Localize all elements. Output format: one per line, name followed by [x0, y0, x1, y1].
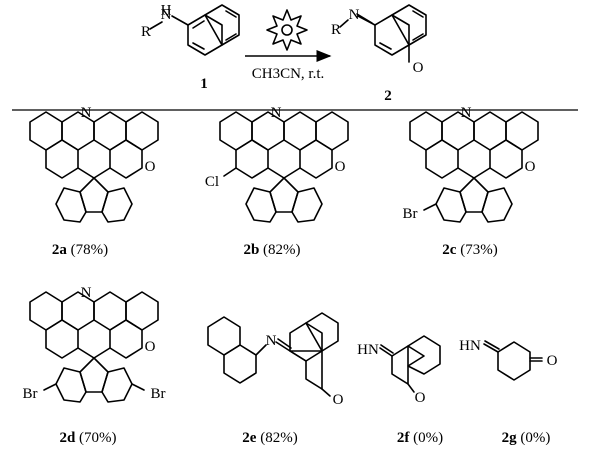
atom-chlorine: Cl — [205, 174, 219, 190]
reaction-conditions: CH3CN, r.t. — [252, 66, 325, 82]
atom-nitrogen: N — [161, 7, 172, 23]
compound-id: 2f — [397, 430, 411, 446]
compound-2b-structure: N O Cl — [205, 105, 349, 223]
atom-bromine: Br — [151, 386, 166, 402]
compound-id: 2g — [502, 430, 518, 446]
compound-2g-label: 2g (0%) — [502, 430, 551, 446]
atom-nitrogen: N — [81, 285, 92, 301]
atom-nitrogen: N — [271, 105, 282, 121]
compound-id: 2e — [242, 430, 257, 446]
compound-2d-structure: N O Br Br — [23, 285, 166, 403]
compound-2a-label: 2a (78%) — [52, 242, 108, 258]
compound-id: 2a — [52, 242, 68, 258]
compound-yield: (78%) — [71, 242, 109, 258]
substituent-r: R — [141, 24, 151, 40]
compound-2d-label: 2d (70%) — [59, 430, 116, 446]
atom-oxygen: O — [335, 159, 346, 175]
compound-yield: (73%) — [460, 242, 498, 258]
reactant-1: N H R — [141, 3, 240, 56]
compound-yield: (82%) — [263, 242, 301, 258]
product-number: 2 — [384, 88, 392, 104]
reactant-number: 1 — [200, 76, 208, 92]
atom-oxygen: O — [525, 159, 536, 175]
compound-2a-structure: N O — [29, 105, 159, 223]
compound-yield: (0%) — [413, 430, 443, 446]
compound-2g-structure: HN O — [459, 338, 558, 381]
substituent-r: R — [331, 22, 341, 38]
atom-nitrogen: N — [461, 105, 472, 121]
compound-id: 2b — [243, 242, 259, 258]
atom-nitrogen: N — [81, 105, 92, 121]
atom-bromine: Br — [23, 386, 38, 402]
product-2: N R O — [331, 4, 427, 76]
compound-2c-label: 2c (73%) — [442, 242, 497, 258]
compound-2f-label: 2f (0%) — [397, 430, 443, 446]
atom-imine-nh: HN — [459, 338, 481, 354]
compound-2c-structure: N O Br — [403, 105, 539, 223]
compound-id: 2d — [59, 430, 76, 446]
atom-oxygen: O — [145, 339, 156, 355]
atom-oxygen: O — [413, 60, 424, 76]
atom-imine-nh: HN — [357, 342, 379, 358]
compound-2f-structure: HN O — [357, 335, 441, 406]
atom-oxygen: O — [145, 159, 156, 175]
atom-oxygen: O — [415, 390, 426, 406]
atom-hydrogen: H — [161, 3, 172, 19]
compound-2b-label: 2b (82%) — [243, 242, 300, 258]
compound-yield: (70%) — [79, 430, 117, 446]
star-sun-icon — [266, 9, 308, 51]
compound-2e-structure: N O — [207, 312, 344, 408]
compound-2e-label: 2e (82%) — [242, 430, 297, 446]
compound-yield: (0%) — [520, 430, 550, 446]
atom-oxygen: O — [333, 392, 344, 408]
atom-nitrogen: N — [349, 7, 360, 23]
atom-nitrogen: N — [266, 333, 277, 349]
compound-id: 2c — [442, 242, 457, 258]
atom-bromine: Br — [403, 206, 418, 222]
compound-yield: (82%) — [260, 430, 298, 446]
atom-oxygen: O — [547, 353, 558, 369]
